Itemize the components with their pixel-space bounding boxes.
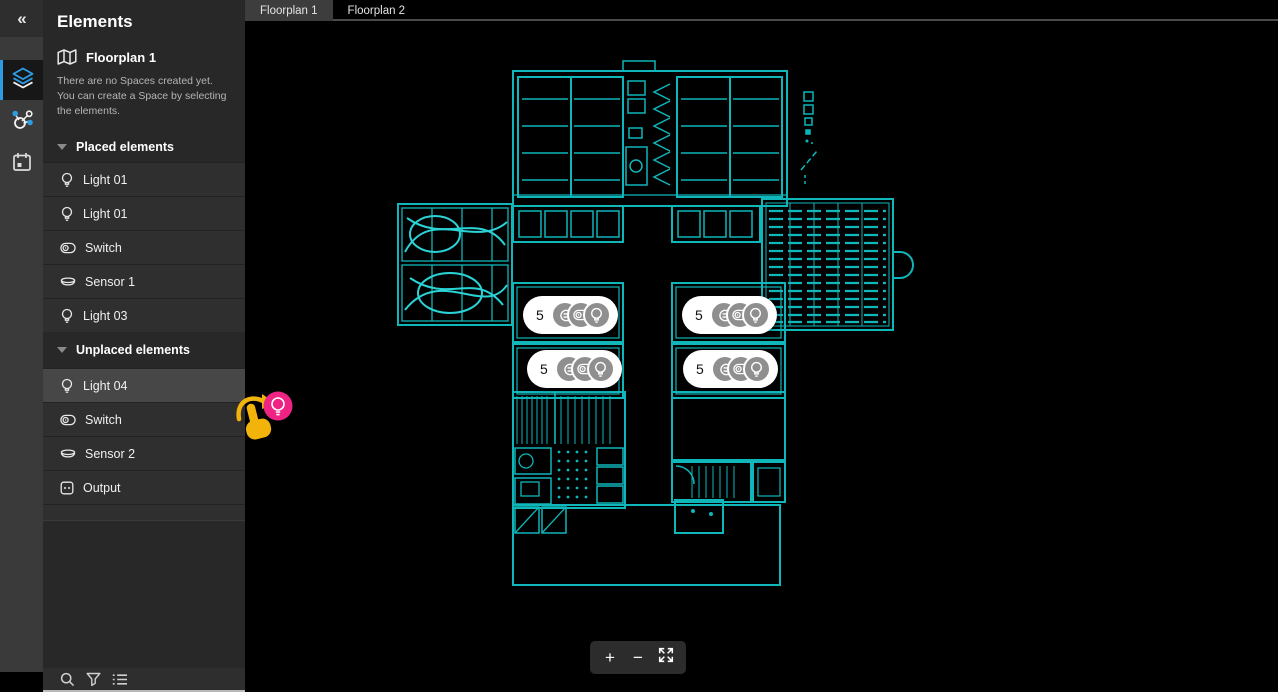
icon-rail: « — [0, 0, 43, 672]
zoom-toolbar: + − — [590, 641, 686, 674]
chevron-down-icon — [57, 347, 67, 353]
list-item-output[interactable]: Output — [43, 470, 245, 504]
light-bulb-icon — [742, 355, 771, 383]
floorplan-tabbar: Floorplan 1 Floorplan 2 — [245, 0, 1278, 21]
collapse-chevrons-icon: « — [17, 8, 27, 28]
floorplan-name: Floorplan 1 — [86, 49, 157, 65]
list-item-switch[interactable]: Switch — [43, 230, 245, 264]
panel-footer-toolbar — [43, 668, 245, 692]
zoom-in-button[interactable]: + — [605, 647, 615, 667]
cluster-badge[interactable]: 5 — [682, 296, 777, 334]
list-item-light[interactable]: Light 01 — [43, 196, 245, 230]
search-icon[interactable] — [60, 672, 75, 687]
cluster-badge[interactable]: 5 — [527, 350, 622, 388]
sensor-icon — [60, 277, 76, 287]
layers-icon — [11, 67, 35, 94]
zoom-out-button[interactable]: − — [633, 647, 643, 667]
list-item-sensor[interactable]: Sensor 1 — [43, 264, 245, 298]
sensor-icon — [60, 449, 76, 459]
sidebar-item-spaces[interactable] — [0, 60, 43, 100]
list-item-light[interactable]: Light 01 — [43, 162, 245, 196]
switch-icon — [60, 242, 76, 254]
list-item-light[interactable]: Light 03 — [43, 298, 245, 332]
filter-icon[interactable] — [86, 672, 101, 687]
output-icon — [60, 481, 74, 495]
cluster-count: 5 — [540, 361, 548, 377]
light-bulb-icon — [60, 308, 74, 324]
calendar-icon — [11, 151, 33, 178]
light-bulb-icon — [60, 172, 74, 188]
list-item-switch[interactable]: Switch — [43, 402, 245, 436]
expand-icon — [657, 646, 675, 669]
sidebar-item-connections[interactable] — [0, 102, 43, 142]
light-bulb-icon — [582, 301, 611, 329]
cluster-count: 5 — [696, 361, 704, 377]
section-unplaced-elements[interactable]: Unplaced elements — [43, 332, 245, 368]
floorplan-canvas-area: Floorplan 1 Floorplan 2 — [245, 0, 1278, 692]
tab-floorplan-1[interactable]: Floorplan 1 — [245, 0, 333, 21]
list-view-icon[interactable] — [112, 673, 128, 686]
list-item-empty — [43, 504, 245, 521]
section-placed-elements[interactable]: Placed elements — [43, 132, 245, 162]
cluster-count: 5 — [536, 307, 544, 323]
list-item-sensor[interactable]: Sensor 2 — [43, 436, 245, 470]
cluster-badge[interactable]: 5 — [523, 296, 618, 334]
light-bulb-icon — [741, 301, 770, 329]
switch-icon — [60, 414, 76, 426]
empty-spaces-hint: There are no Spaces created yet. You can… — [57, 75, 227, 117]
floorplan-header[interactable]: Floorplan 1 — [43, 49, 245, 65]
panel-title: Elements — [57, 12, 133, 31]
sidebar-item-schedule[interactable] — [0, 144, 43, 184]
list-item-light-dragging[interactable]: Light 04 — [43, 368, 245, 402]
chevron-down-icon — [57, 144, 67, 150]
floorplan-drawing[interactable] — [245, 0, 1278, 692]
nodes-icon — [10, 108, 34, 137]
light-bulb-icon — [586, 355, 615, 383]
cluster-badge[interactable]: 5 — [683, 350, 778, 388]
map-icon — [57, 49, 77, 65]
fullscreen-button[interactable] — [652, 641, 680, 674]
light-bulb-icon — [60, 378, 74, 394]
collapse-panel-button[interactable]: « — [0, 0, 43, 37]
cluster-count: 5 — [695, 307, 703, 323]
tab-floorplan-2[interactable]: Floorplan 2 — [347, 4, 406, 17]
light-bulb-icon — [60, 206, 74, 222]
elements-panel: Elements Floorplan 1 There are no Spaces… — [43, 0, 245, 668]
